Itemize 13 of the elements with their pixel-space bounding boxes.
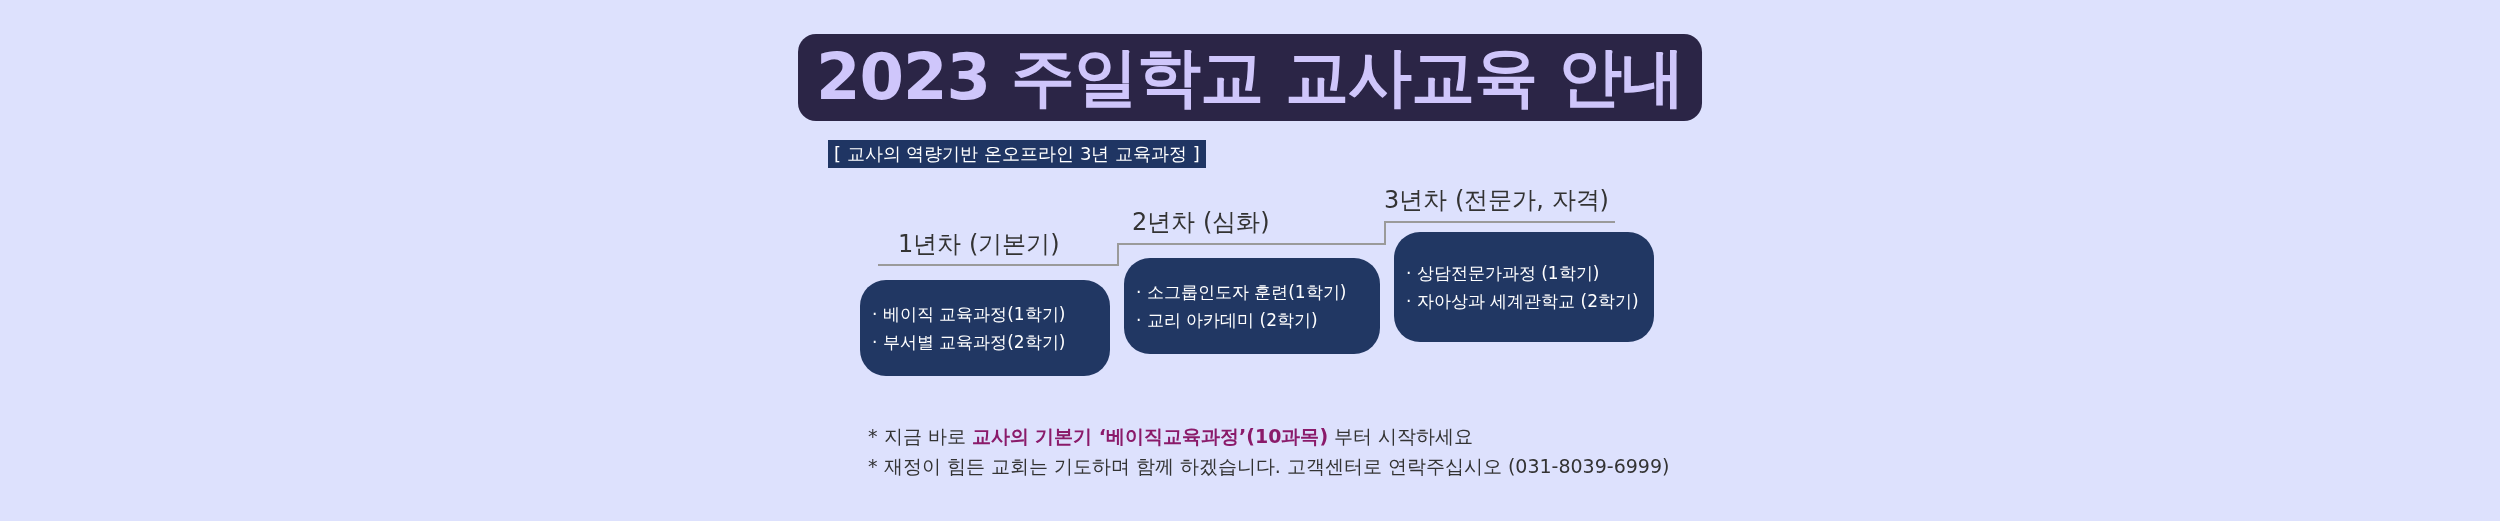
course-item: · 소그룹인도자 훈련(1학기) [1136,281,1348,304]
title-text: 2023 주일학교 교사교육 안내 [798,34,1702,121]
step-heading: 2년차 (심화) [1132,207,1270,238]
step-heading: 1년차 (기본기) [898,229,1060,260]
course-item: · 상담전문가과정 (1학기) [1406,262,1601,285]
subtitle-banner: [ 교사의 역량기반 온오프라인 3년 교육과정 ] [828,140,1206,168]
note-text: * 지금 바로 교사의 기본기 ‘베이직교육과정’(10과목) 부터 시작하세요 [868,424,1474,449]
course-item: · 베이직 교육과정(1학기) [872,303,1067,326]
course-item: · 부서별 교육과정(2학기) [872,331,1067,354]
course-item: · 자아상과 세계관학교 (2학기) [1406,290,1640,313]
note-text: * 재정이 힘든 교회는 기도하며 함께 하겠습니다. 고객센터로 연락주십시오 (031-8039-6999) [868,454,1670,479]
step-heading: 3년차 (전문가, 자격) [1384,185,1609,216]
course-item: · 교리 아카데미 (2학기) [1136,309,1319,332]
